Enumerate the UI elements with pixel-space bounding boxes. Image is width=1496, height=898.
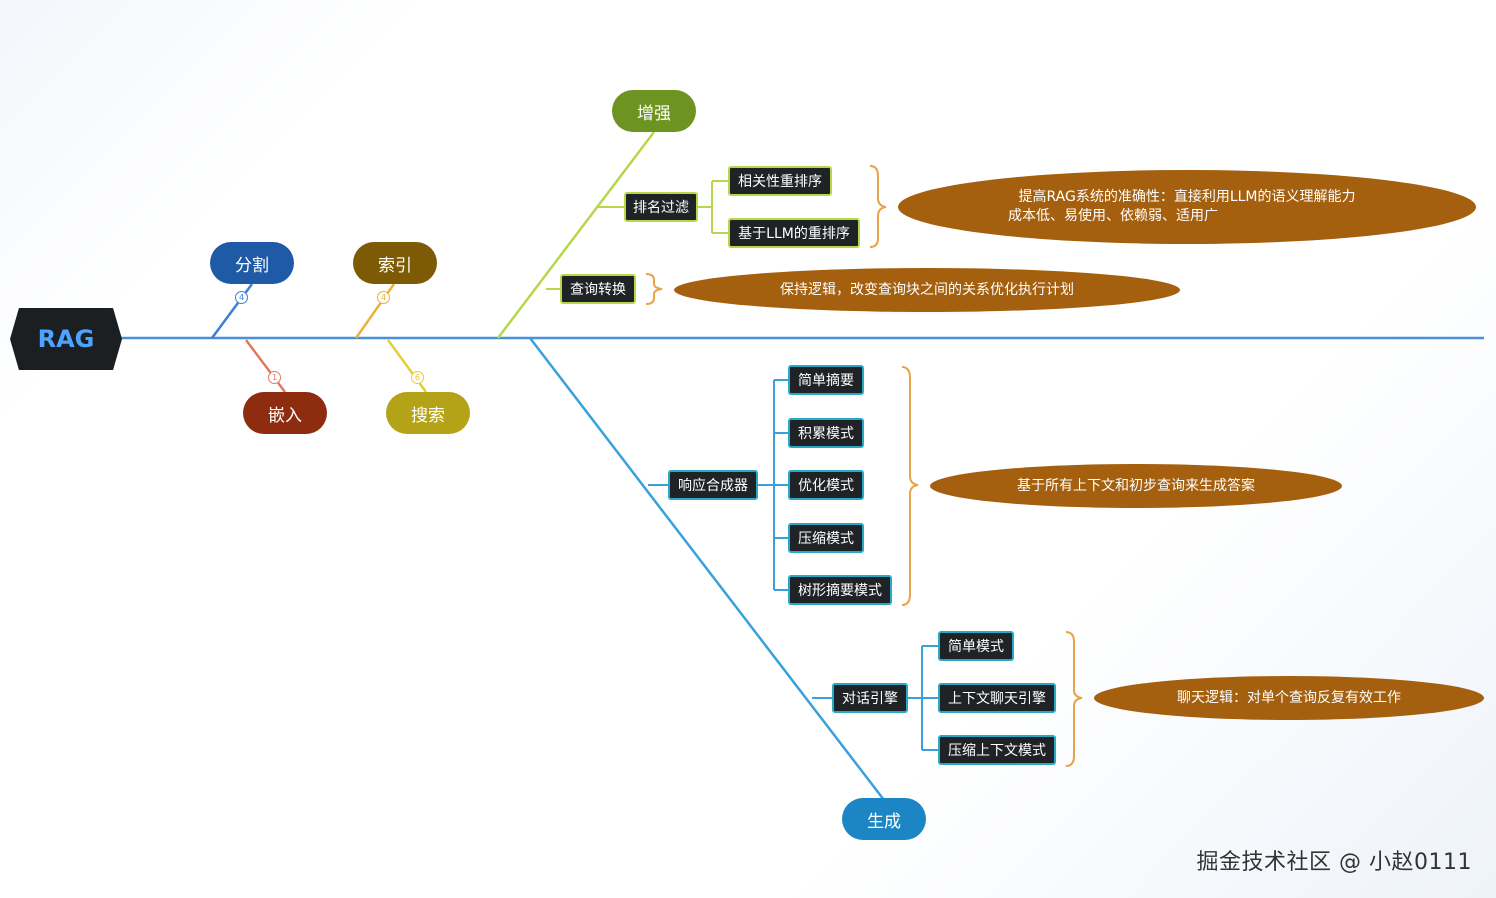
- response-synth-note: 基于所有上下文和初步查询来生成答案: [930, 464, 1342, 508]
- split-node[interactable]: 分割: [210, 242, 294, 284]
- search-label: 搜索: [411, 405, 445, 426]
- response-synth-child[interactable]: 优化模式: [788, 470, 864, 500]
- query-transform-label: 查询转换: [570, 282, 626, 298]
- response-synth-child[interactable]: 压缩模式: [788, 523, 864, 553]
- response-synth-child-label: 压缩模式: [798, 531, 854, 547]
- enhance-label: 增强: [637, 103, 671, 124]
- response-synth-child[interactable]: 积累模式: [788, 418, 864, 448]
- split-badge: 4: [235, 291, 248, 304]
- index-label: 索引: [378, 255, 412, 276]
- generate-label: 生成: [867, 811, 901, 832]
- root-label: RAG: [37, 325, 95, 353]
- chat-engine-child[interactable]: 压缩上下文模式: [938, 735, 1056, 765]
- rank-filter-node[interactable]: 排名过滤: [624, 192, 698, 222]
- response-synth-brace: [901, 366, 919, 606]
- index-branch: [354, 283, 396, 339]
- embed-branch: [245, 339, 286, 393]
- index-node[interactable]: 索引: [353, 242, 437, 284]
- generate-branch: [529, 337, 885, 801]
- rank-filter-child[interactable]: 基于LLM的重排序: [728, 218, 860, 248]
- search-branch: [386, 339, 428, 393]
- rank-filter-brace: [869, 165, 887, 248]
- embed-badge: 1: [268, 371, 281, 384]
- chat-engine-node[interactable]: 对话引擎: [832, 683, 908, 713]
- embed-label: 嵌入: [268, 405, 302, 426]
- response-synth-fork: [758, 379, 788, 591]
- index-badge: 4: [377, 291, 390, 304]
- response-synth-child-label: 简单摘要: [798, 373, 854, 389]
- rank-filter-fork: [698, 180, 728, 234]
- response-synth-node[interactable]: 响应合成器: [668, 470, 758, 500]
- chat-engine-note: 聊天逻辑：对单个查询反复有效工作: [1094, 676, 1484, 720]
- chat-engine-child-label: 压缩上下文模式: [948, 743, 1046, 759]
- response-synth-child-label: 优化模式: [798, 478, 854, 494]
- response-synth-child[interactable]: 树形摘要模式: [788, 575, 892, 605]
- enhance-branch: [497, 131, 655, 339]
- response-synth-child-label: 积累模式: [798, 426, 854, 442]
- chat-engine-child-label: 简单模式: [948, 639, 1004, 655]
- chat-engine-child[interactable]: 上下文聊天引擎: [938, 683, 1056, 713]
- split-label: 分割: [235, 255, 269, 276]
- note-line: 基于所有上下文和初步查询来生成答案: [1017, 477, 1255, 494]
- query-transform-node[interactable]: 查询转换: [560, 274, 636, 304]
- generate-node[interactable]: 生成: [842, 798, 926, 840]
- chat-engine-fork: [906, 645, 938, 751]
- note-line: 成本低、易使用、依赖弱、适用广: [1008, 208, 1218, 224]
- rank-filter-child-label: 相关性重排序: [738, 174, 822, 190]
- note-line: 聊天逻辑：对单个查询反复有效工作: [1177, 689, 1401, 706]
- rank-filter-note: 提高RAG系统的准确性：直接利用LLM的语义理解能力 成本低、易使用、依赖弱、适…: [898, 170, 1476, 244]
- chat-engine-child-label: 上下文聊天引擎: [948, 691, 1046, 707]
- chat-engine-brace: [1065, 631, 1083, 767]
- root-node[interactable]: RAG: [10, 308, 122, 370]
- chat-engine-label: 对话引擎: [842, 691, 898, 707]
- rank-filter-child[interactable]: 相关性重排序: [728, 166, 832, 196]
- chat-engine-child[interactable]: 简单模式: [938, 631, 1014, 661]
- response-synth-label: 响应合成器: [678, 478, 748, 494]
- note-line: 提高RAG系统的准确性：直接利用LLM的语义理解能力: [1018, 189, 1356, 205]
- response-synth-child-label: 树形摘要模式: [798, 583, 882, 599]
- note-line: 保持逻辑，改变查询块之间的关系优化执行计划: [780, 281, 1074, 298]
- search-badge: 6: [411, 371, 424, 384]
- rank-filter-label: 排名过滤: [633, 200, 689, 216]
- watermark: 掘金技术社区 @ 小赵0111: [1196, 850, 1472, 875]
- embed-node[interactable]: 嵌入: [243, 392, 327, 434]
- query-transform-brace: [645, 273, 663, 305]
- rank-filter-child-label: 基于LLM的重排序: [738, 226, 850, 242]
- search-node[interactable]: 搜索: [386, 392, 470, 434]
- query-transform-note: 保持逻辑，改变查询块之间的关系优化执行计划: [674, 268, 1180, 312]
- enhance-node[interactable]: 增强: [612, 90, 696, 132]
- response-synth-child[interactable]: 简单摘要: [788, 365, 864, 395]
